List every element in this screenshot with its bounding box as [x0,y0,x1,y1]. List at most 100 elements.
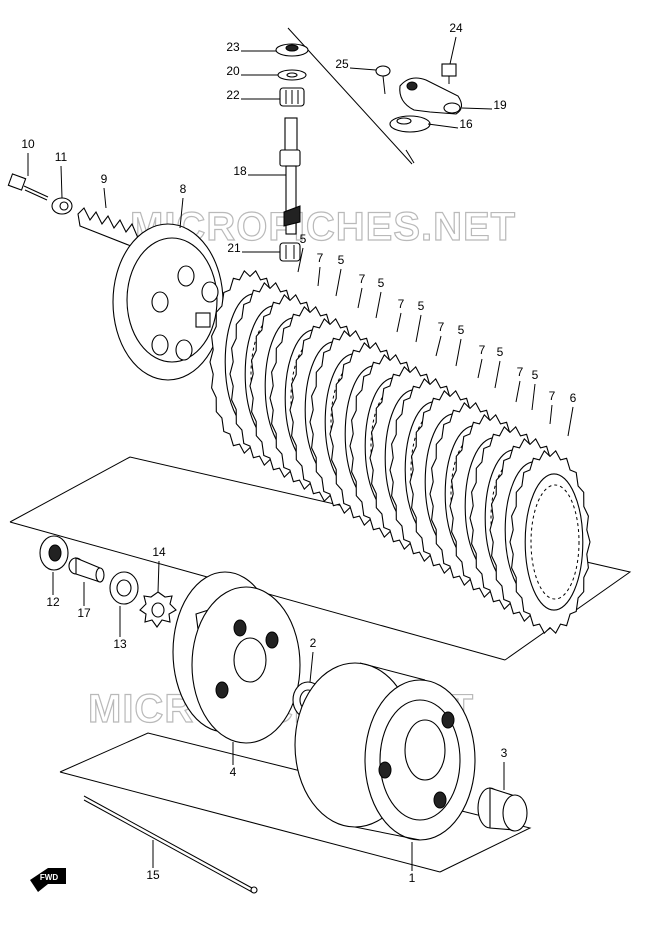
callout-number: 12 [46,595,60,609]
callout-number: 10 [21,137,35,151]
callout-number: 21 [227,241,241,255]
callout-number: 4 [230,765,237,779]
callout-number: 7 [359,272,366,286]
leader-line [494,360,501,389]
callout-5: 5 [531,368,539,411]
callout-19: 19 [461,98,507,112]
clutch-plate [509,449,591,635]
spacer-17 [68,557,105,583]
leader-line [60,165,63,199]
clutch-plate-stack [209,269,591,635]
callout-number: 5 [497,345,504,359]
release-rod-18 [279,117,301,235]
callout-number: 7 [517,365,524,379]
callout-number: 5 [338,253,345,267]
callout-5: 5 [375,276,385,319]
callout-number: 18 [233,164,247,178]
leader-line [461,107,493,110]
callout-7: 7 [515,365,524,403]
bearing-22 [279,87,305,107]
washer-16 [389,115,431,133]
callout-number: 5 [458,323,465,337]
callout-number: 11 [55,150,68,164]
leader-line [396,312,402,333]
washer-20 [277,69,307,81]
callout-16: 16 [427,117,473,131]
leader-line [309,651,314,683]
callout-number: 14 [152,545,166,559]
callout-number: 2 [310,636,317,650]
pushrod-15 [83,795,258,894]
callout-7: 7 [549,389,556,425]
leader-line [415,314,422,343]
callout-2: 2 [309,636,317,683]
callout-9: 9 [101,172,108,209]
release-arm-19 [399,77,463,115]
callout-7: 7 [435,320,445,357]
screw-25 [375,65,391,95]
lock-washer-14 [139,591,177,628]
nut-13 [109,571,139,605]
callout-5: 5 [455,323,465,367]
callout-21: 21 [227,241,280,255]
leader-line [103,187,107,209]
fwd-arrow-icon: FWD [30,868,66,892]
callout-7: 7 [477,343,486,379]
bearing-21 [279,242,301,262]
leader-line [549,404,553,425]
callout-12: 12 [46,572,60,609]
callout-1: 1 [409,842,416,885]
leader-line [179,197,184,229]
fwd-label: FWD [40,873,58,882]
leader-line [515,380,521,403]
release-arm-frame [287,27,415,165]
callout-number: 16 [459,117,473,131]
leader-line [349,67,377,71]
callout-22: 22 [226,88,280,102]
leader-line [435,335,442,357]
callout-number: 25 [335,57,349,71]
leader-line [455,338,462,367]
callout-number: 17 [77,606,91,620]
leader-line [427,123,459,129]
callout-7: 7 [396,297,405,333]
callout-3: 3 [501,746,508,790]
callout-number: 5 [532,368,539,382]
leader-line [157,560,160,593]
callout-number: 5 [418,299,425,313]
leader-line [477,358,483,379]
callout-number: 7 [549,389,556,403]
clutch-hub-4 [172,571,301,744]
leader-line [449,36,457,65]
callout-20: 20 [226,64,278,78]
callout-5: 5 [335,253,345,297]
callout-15: 15 [146,840,160,882]
callout-number: 24 [449,21,463,35]
callout-23: 23 [226,40,276,54]
callout-17: 17 [77,582,91,620]
callout-5: 5 [415,299,425,343]
callout-number: 7 [479,343,486,357]
leader-line [335,268,342,297]
callout-8: 8 [179,182,187,229]
callout-7: 7 [317,251,324,287]
callout-number: 13 [113,637,127,651]
callout-number: 23 [226,40,240,54]
leader-line [567,406,574,437]
callout-number: 3 [501,746,508,760]
callout-number: 19 [493,98,507,112]
callout-10: 10 [21,137,35,176]
bolt-24 [441,63,457,84]
callout-number: 22 [226,88,240,102]
callout-number: 7 [398,297,405,311]
callout-14: 14 [152,545,166,593]
pressure-plate-8 [112,223,224,381]
callout-number: 7 [317,251,324,265]
callout-5: 5 [297,232,307,273]
callout-number: 20 [226,64,240,78]
callout-number: 7 [438,320,445,334]
leader-line [317,266,321,287]
callout-7: 7 [357,272,366,309]
bearing-23 [275,43,309,57]
